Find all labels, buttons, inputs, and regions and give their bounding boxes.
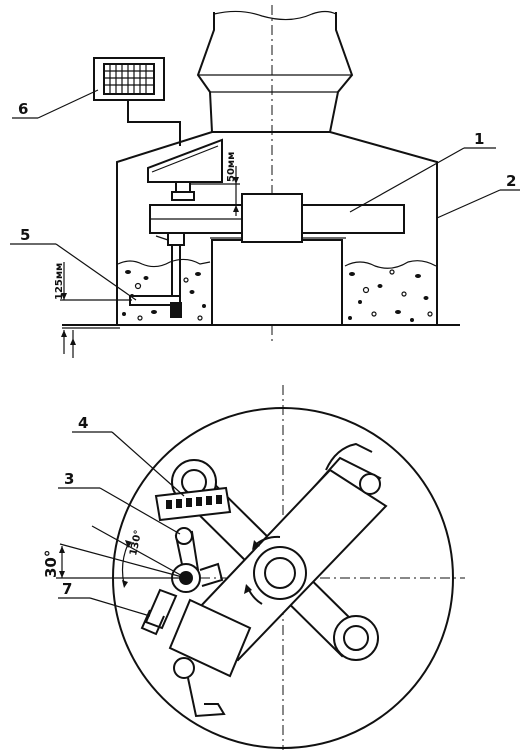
central-hub: [244, 535, 307, 605]
material-fill-right: [344, 260, 437, 322]
dim-130-text: 130°: [128, 529, 144, 557]
material-fill-left: [117, 258, 211, 324]
label-1: 1: [474, 130, 484, 148]
sensor-bracket: [147, 138, 223, 201]
label-2: 2: [506, 172, 516, 190]
dim-125: 125мм: [54, 262, 132, 358]
counter-block: [154, 486, 232, 522]
label-7: 7: [62, 580, 72, 598]
leaders-top: 6 1 2 5: [10, 89, 520, 301]
angle-construction: 130° 30°: [42, 525, 187, 588]
central-column: [211, 239, 343, 326]
sensor-head: [140, 588, 178, 636]
probe-lever: [171, 527, 224, 593]
leaders-bottom: 4 3 7: [58, 414, 185, 617]
probe-rod: [129, 232, 185, 318]
label-4: 4: [78, 414, 88, 432]
dim-30-text: 30°: [42, 550, 60, 578]
dim-50: 50мм: [190, 152, 240, 216]
label-3: 3: [64, 470, 74, 488]
dim-50-text: 50мм: [226, 152, 237, 182]
label-5: 5: [20, 226, 30, 244]
dim-125-text: 125мм: [54, 263, 65, 300]
housing: [116, 131, 438, 325]
rotating-arm: [149, 193, 405, 243]
hopper: [196, 10, 354, 133]
side-elevation-view: 50мм 125мм: [10, 5, 520, 358]
control-panel: [93, 57, 181, 146]
plan-view: 130° 30° 4 3 7: [42, 385, 465, 750]
label-6: 6: [18, 100, 28, 118]
